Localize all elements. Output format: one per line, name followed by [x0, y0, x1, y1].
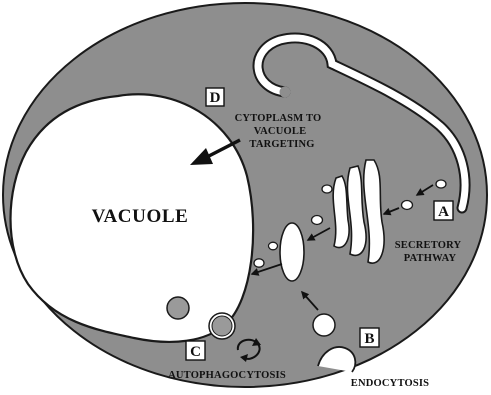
autophagic-body [167, 297, 189, 319]
cvt-label-line2: VACUOLE [254, 126, 307, 137]
endosome [313, 314, 335, 336]
autophagosome [209, 313, 235, 339]
label-box-b: B [360, 328, 379, 347]
vacuole-label: VACUOLE [92, 206, 189, 227]
secretory-label-line2: PATHWAY [404, 253, 457, 264]
label-box-c: C [186, 341, 205, 360]
cvt-label-line3: TARGETING [249, 139, 314, 150]
transport-vesicle [280, 223, 304, 281]
secretory-label-line1: SECRETORY [395, 240, 462, 251]
box-a-label: A [438, 204, 449, 220]
box-d-label: D [210, 90, 221, 106]
autophagocytosis-label: AUTOPHAGOCYTOSIS [168, 370, 286, 381]
cvt-label-line1: CYTOPLASM TO [235, 113, 322, 124]
label-box-d: D [206, 88, 224, 106]
label-box-a: A [434, 201, 453, 220]
box-b-label: B [364, 331, 374, 347]
endocytosis-label: ENDOCYTOSIS [351, 378, 429, 389]
box-c-label: C [190, 344, 201, 360]
